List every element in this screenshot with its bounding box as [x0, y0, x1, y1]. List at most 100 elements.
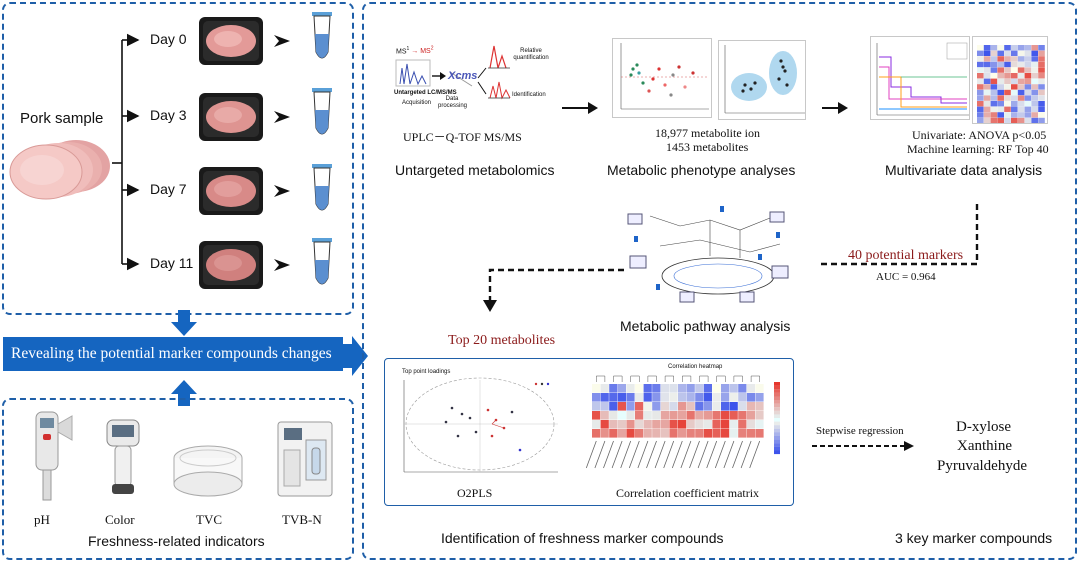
- mini-heatmap-cell: [983, 61, 991, 68]
- heatmap-cell: [695, 393, 704, 402]
- identification-box: [384, 358, 794, 506]
- mini-heatmap-cell: [990, 78, 998, 84]
- mini-heatmap-cell: [1017, 95, 1025, 101]
- mini-heatmap-cell: [977, 73, 984, 79]
- mini-heatmap-cell: [1011, 101, 1018, 107]
- mini-heatmap-cell: [990, 101, 998, 107]
- pca-plot: [620, 43, 709, 110]
- heatmap-cell: [746, 384, 755, 393]
- mini-heatmap-cell: [1031, 84, 1038, 90]
- heatmap-dendrogram-branch: [613, 375, 623, 382]
- heatmap-cell: [703, 411, 712, 420]
- mini-heatmap-cell: [990, 73, 998, 79]
- indicator-tvc: TVC: [196, 512, 222, 527]
- mini-heatmap-cell: [983, 73, 991, 79]
- heatmap-cell: [686, 411, 695, 420]
- mini-heatmap-cell: [990, 56, 998, 62]
- ms-label: MS: [396, 48, 407, 56]
- heatmap-colorbar-segment: [774, 439, 780, 444]
- mini-heatmap-cell: [1038, 50, 1045, 56]
- mini-heatmap-cell: [1004, 106, 1011, 112]
- heatmap-cell: [755, 393, 764, 402]
- heatmap-dendrogram-branch: [699, 375, 709, 382]
- heatmap-cell: [695, 420, 704, 429]
- mini-heatmap-cell: [1004, 56, 1011, 62]
- heatmap-cell: [678, 393, 687, 402]
- mini-heatmap-cell: [990, 45, 998, 51]
- mini-heatmap-cell: [990, 84, 998, 90]
- heatmap-cell: [678, 420, 687, 429]
- heatmap-cell: [755, 411, 764, 420]
- meat-tray-day-3: [199, 93, 263, 141]
- phenotype-stats-line1: 18,977 metabolite ion: [655, 126, 760, 140]
- mini-heatmap-cell: [1011, 78, 1018, 84]
- uplc-method-label: UPLC－Q-TOF MS/MS: [403, 130, 522, 144]
- banner-text: Revealing the potential marker compounds…: [11, 345, 332, 362]
- heatmap-cell: [617, 402, 626, 411]
- mini-heatmap-cell: [983, 112, 991, 118]
- untargeted-workflow-figure: MS1 → MS2 Untargeted LC/MS/MS Acquisitio…: [394, 38, 552, 120]
- heatmap-dendrogram-branch: [750, 375, 760, 382]
- heatmap-cell: [609, 393, 618, 402]
- mini-heatmap-cell: [1011, 106, 1018, 112]
- heatmap-colorbar-segment: [774, 414, 780, 419]
- mini-heatmap-cell: [983, 84, 991, 90]
- mini-heatmap-cell: [997, 78, 1004, 84]
- heatmap-colorbar-segment: [774, 407, 780, 411]
- heatmap-colorbar-segment: [774, 385, 780, 390]
- day-7-label: Day 7: [150, 181, 187, 197]
- heatmap-cell: [712, 402, 721, 411]
- mini-heatmap-cell: [1017, 56, 1025, 62]
- mini-heatmap-cell: [1004, 67, 1011, 73]
- mini-heatmap-cell: [1004, 84, 1011, 90]
- heatmap-cell: [669, 393, 678, 402]
- mini-heatmap-cell: [1038, 67, 1045, 73]
- heatmap-cell: [617, 384, 626, 393]
- mini-heatmap-cell: [990, 95, 998, 101]
- heatmap-colorbar-segment: [774, 446, 780, 451]
- heatmap-colorbar-segment: [774, 410, 780, 415]
- mini-heatmap: [977, 45, 1045, 123]
- heatmap-column-label: [689, 440, 700, 469]
- pork-sample-label: Pork sample: [20, 110, 104, 127]
- heatmap-cell: [695, 384, 704, 393]
- heatmap-cell: [721, 429, 730, 438]
- heatmap-cell: [609, 429, 618, 438]
- heatmap-column-label: [740, 440, 752, 469]
- mini-heatmap-cell: [997, 117, 1004, 123]
- mini-heatmap-cell: [1031, 101, 1038, 107]
- mini-heatmap-cell: [1024, 45, 1032, 51]
- heatmap-cell: [669, 420, 678, 429]
- indicator-ph: pH: [34, 512, 50, 527]
- heatmap-colorbar-segment: [774, 421, 780, 426]
- heatmap-cell: [635, 384, 644, 393]
- heatmap-cell: [703, 393, 712, 402]
- mini-heatmap-cell: [1024, 89, 1032, 96]
- mini-heatmap-cell: [1024, 106, 1032, 112]
- o2pls-plot-title: Top point loadings: [402, 369, 451, 375]
- heatmap-cell: [635, 393, 644, 402]
- heatmap-cell: [600, 402, 609, 411]
- indicator-tvbn: TVB-N: [282, 512, 322, 527]
- heatmap-cell: [592, 429, 601, 438]
- mini-heatmap-cell: [1024, 117, 1032, 123]
- mini-heatmap-cell: [997, 50, 1004, 56]
- mini-heatmap-cell: [977, 112, 984, 118]
- mini-heatmap-cell: [1017, 101, 1025, 107]
- heatmap-cell: [746, 429, 755, 438]
- mini-heatmap-cell: [977, 106, 984, 112]
- heatmap-cell: [652, 411, 661, 420]
- heatmap-colorbar-segment: [774, 403, 780, 408]
- meat-tray-day-0: [199, 17, 263, 65]
- heatmap-column-label: [628, 440, 640, 469]
- mini-heatmap-cell: [1004, 61, 1011, 68]
- heatmap-cell: [660, 429, 669, 438]
- mini-heatmap-cell: [990, 112, 998, 118]
- heatmap-cell: [626, 402, 635, 411]
- heatmap-cell: [746, 420, 755, 429]
- workflow-panel: [362, 2, 1077, 560]
- chevron-arrow-icons: [274, 35, 290, 271]
- heatmap-cell: [652, 429, 661, 438]
- heatmap-cell: [703, 420, 712, 429]
- mini-heatmap-cell: [997, 112, 1004, 118]
